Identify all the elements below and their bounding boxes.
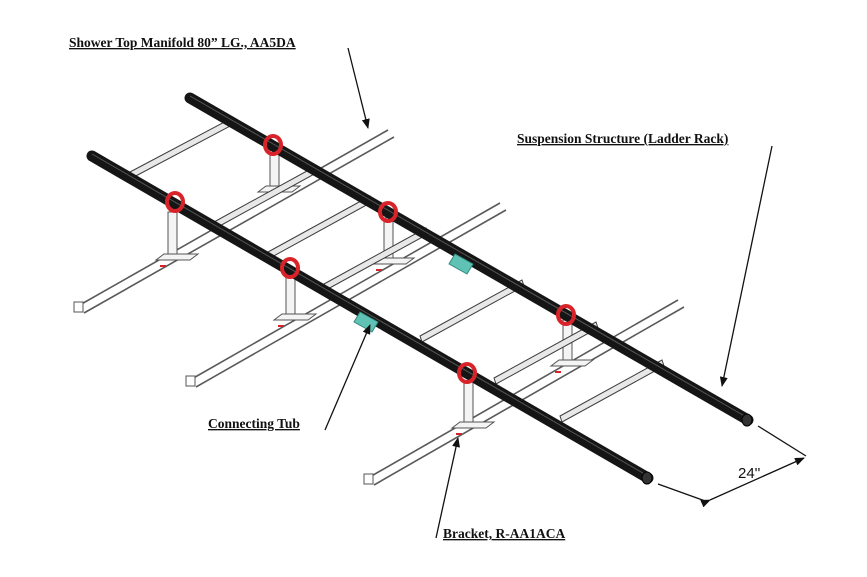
clamp: [556, 304, 576, 326]
suspension-label: Suspension Structure (Ladder Rack): [517, 131, 728, 146]
bracket-post: [154, 211, 200, 267]
ladder-rungs: [129, 117, 665, 423]
suspension-leader: [719, 145, 773, 387]
manifold-label: Shower Top Manifold 80” LG., AA5DA: [69, 35, 296, 50]
connecting-leader: [324, 324, 371, 431]
manifold-pipes: [86, 92, 754, 485]
connector-sleeve: [448, 253, 474, 275]
clamp: [165, 191, 185, 213]
dimension-line: [700, 457, 805, 508]
bracket-label: Bracket, R-AA1ACA: [443, 526, 565, 541]
ladder-rung: [493, 321, 599, 385]
lower-frame-rails: [73, 129, 685, 486]
lower-rail-2: [185, 202, 507, 388]
clamp: [457, 362, 477, 384]
dimension-extension: [757, 425, 807, 457]
clamp: [378, 201, 398, 223]
lower-rail-3: [363, 299, 685, 486]
ladder-rung: [267, 195, 373, 259]
clamp: [280, 257, 300, 279]
connector-sleeve: [353, 311, 379, 333]
clamp: [263, 134, 283, 156]
dimension-label: 24'': [738, 465, 761, 482]
ladder-rung: [129, 117, 235, 179]
bracket-leader: [435, 437, 460, 539]
manifold-leader: [347, 47, 370, 129]
connecting-tubs: [353, 253, 474, 333]
pipe-back: [184, 92, 754, 427]
ladder-rung: [419, 279, 525, 343]
clamps: [165, 134, 576, 384]
connecting-label: Connecting Tub: [208, 416, 300, 431]
leader-lines: [324, 47, 807, 539]
dimension-extension: [657, 483, 709, 503]
ladder-rung: [213, 165, 319, 229]
lower-rail-1: [73, 129, 395, 314]
